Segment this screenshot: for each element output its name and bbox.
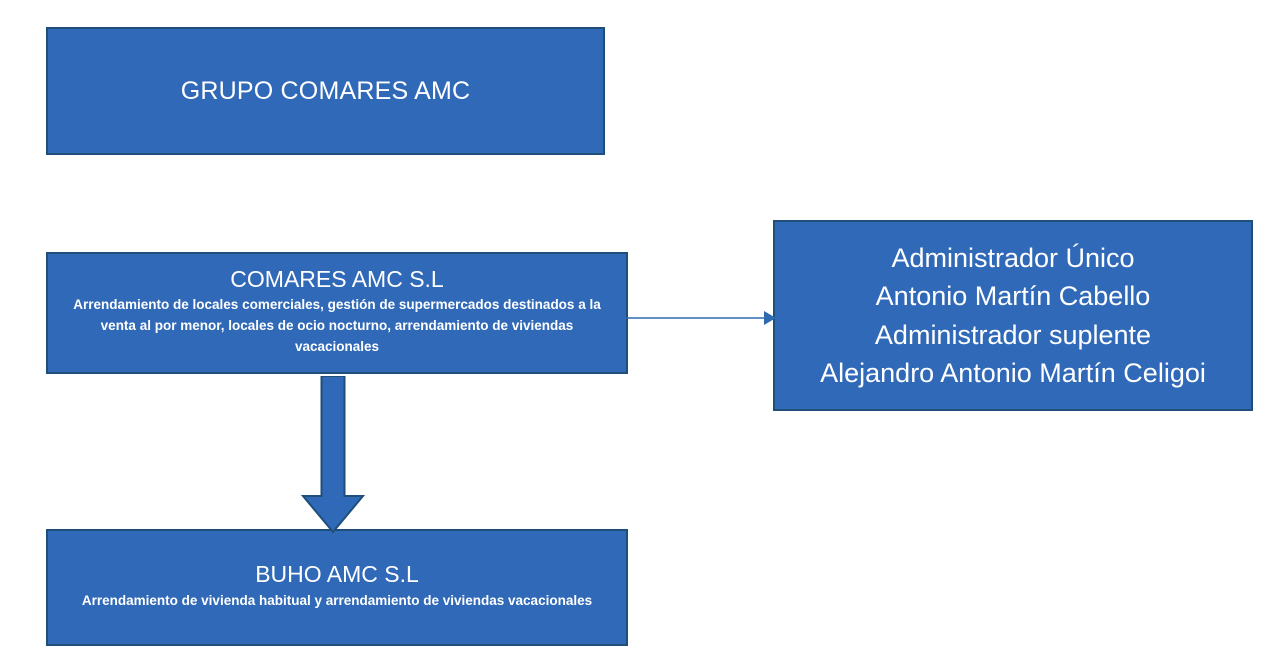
administrador-suplente-label: Administrador suplente [874, 319, 1152, 350]
node-administradores[interactable]: Administrador Único Antonio Martín Cabel… [773, 220, 1253, 411]
arrow-comares-to-buho-icon [300, 376, 366, 534]
node-grupo-comares-amc-title: GRUPO COMARES AMC [180, 76, 471, 105]
node-buho-amc-sl-description: Arrendamiento de vivienda habitual y arr… [81, 592, 593, 608]
administrador-unico-name: Antonio Martín Cabello [875, 281, 1151, 312]
administrador-unico-label: Administrador Único [891, 242, 1135, 273]
administrador-suplente-name: Alejandro Antonio Martín Celigoi [820, 357, 1206, 388]
arrow-comares-to-admins-icon [626, 311, 776, 325]
node-buho-amc-sl-title: BUHO AMC S.L [255, 561, 419, 588]
node-buho-amc-sl[interactable]: BUHO AMC S.L Arrendamiento de vivienda h… [46, 529, 628, 646]
node-grupo-comares-amc[interactable]: GRUPO COMARES AMC [46, 27, 605, 155]
node-comares-amc-sl-description: Arrendamiento de locales comerciales, ge… [73, 297, 601, 355]
node-comares-amc-sl[interactable]: COMARES AMC S.L Arrendamiento de locales… [46, 252, 628, 374]
node-comares-amc-sl-title: COMARES AMC S.L [230, 265, 444, 292]
